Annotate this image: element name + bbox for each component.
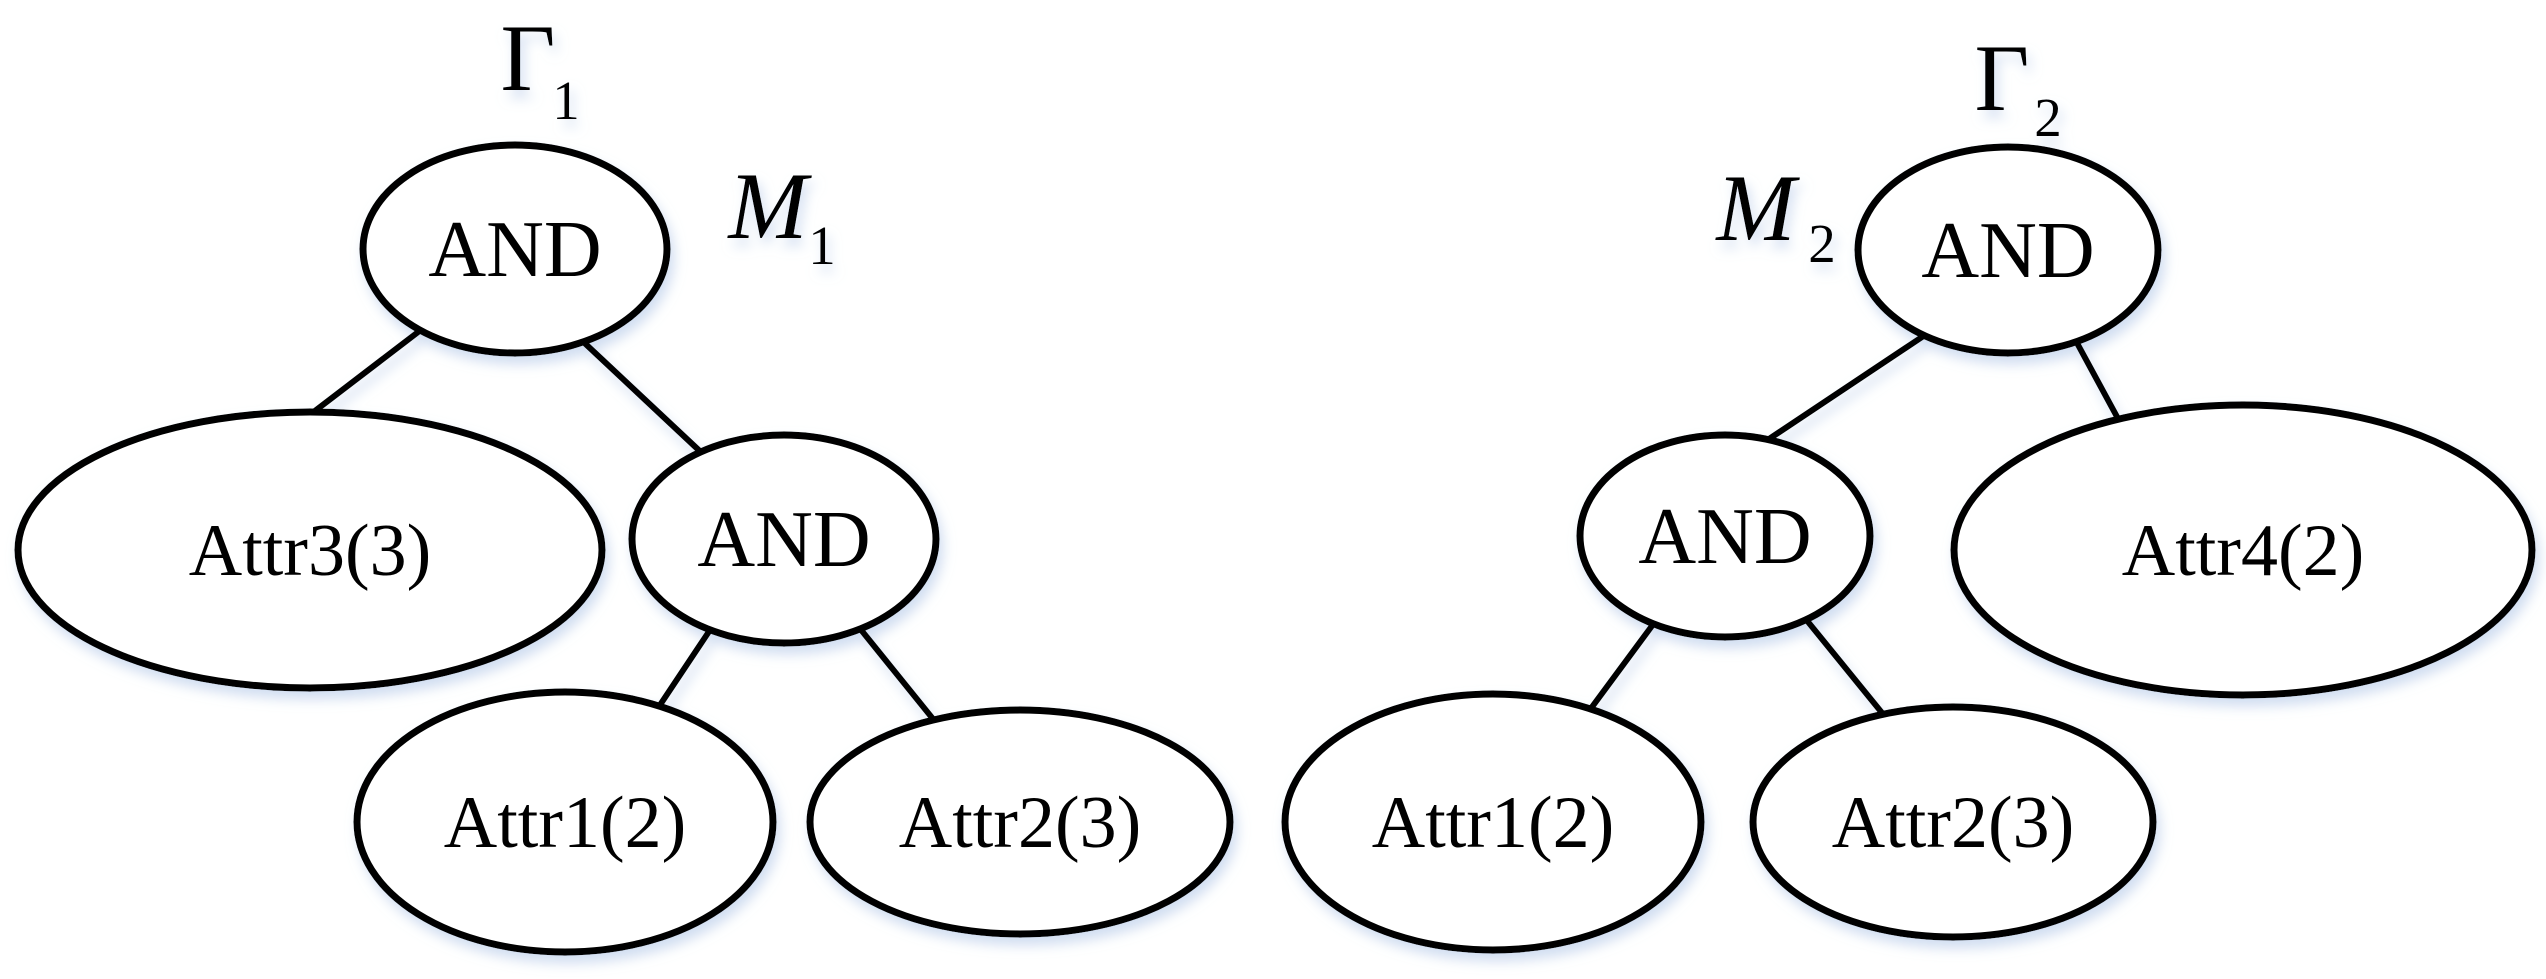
tree-1-tree-name-label: Γ: [501, 5, 556, 111]
tree-1-node-root-ellipse: [359, 141, 671, 357]
tree-1-node-and2-ellipse: [628, 431, 940, 647]
tree-2-matrix-label-subscript: 2: [1808, 213, 1836, 274]
tree-1-node-attr2-label: Attr2(3): [899, 782, 1142, 864]
tree-1-node-attr2-ellipse: [806, 706, 1234, 938]
tree-2-node-and2-label: AND: [1638, 493, 1811, 581]
tree-2-tree-name-label-subscript: 2: [2034, 87, 2062, 148]
tree-1-matrix-label: M: [726, 153, 812, 259]
tree-1-node-attr1-label: Attr1(2): [444, 782, 687, 864]
tree-2-node-attr2-ellipse: [1749, 703, 2157, 941]
tree-1-node-attr3-label: Attr3(3): [189, 510, 432, 592]
tree-2-node-root-label: AND: [1921, 207, 2094, 295]
tree-2-node-attr4-ellipse: [1950, 401, 2536, 699]
tree-2-tree-name-label: Γ: [1975, 25, 2030, 131]
tree-2-matrix-label: M: [1714, 155, 1800, 261]
tree-2-node-attr4-label: Attr4(2): [2122, 510, 2365, 592]
tree-1-edge-root-and2: [557, 317, 723, 473]
tree-2-node-attr2-label: Attr2(3): [1832, 782, 2075, 864]
tree-2-node-attr1-label: Attr1(2): [1372, 782, 1615, 864]
tree-2-node-attr1-ellipse: [1281, 690, 1705, 954]
tree-1-node-root-label: AND: [428, 206, 601, 294]
tree-2-node-root-ellipse: [1854, 143, 2162, 357]
tree-1-matrix-label-subscript: 1: [808, 215, 836, 276]
tree-1-node-attr3-ellipse: [14, 408, 606, 692]
tree-2-node-and2-ellipse: [1576, 431, 1874, 641]
tree-1-node-and2-label: AND: [697, 496, 870, 584]
tree-1-node-attr1-ellipse: [353, 688, 777, 956]
tree-1-tree-name-label-subscript: 1: [552, 70, 580, 131]
